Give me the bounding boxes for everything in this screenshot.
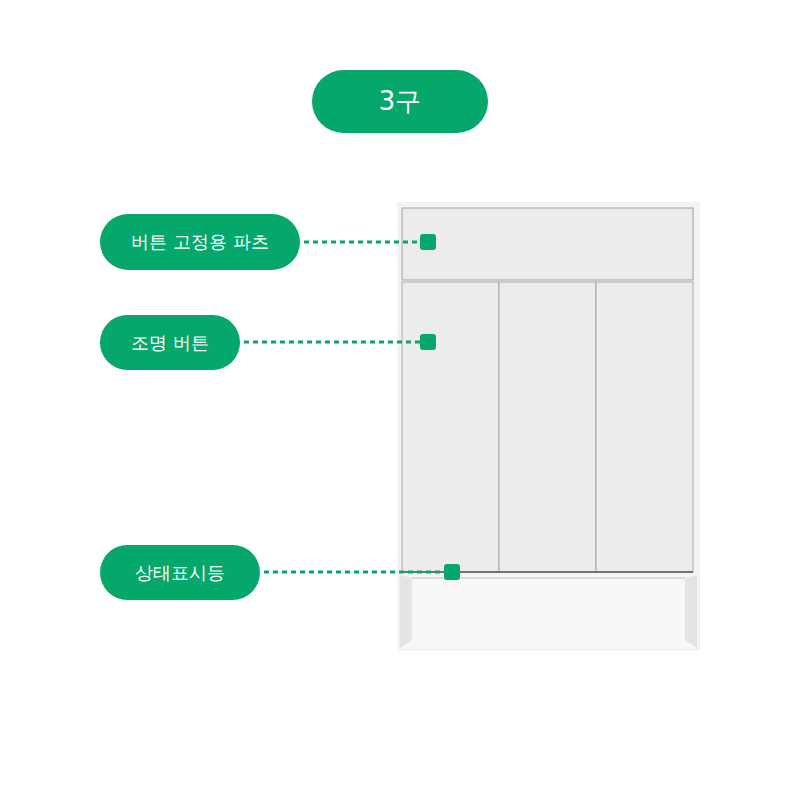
callout-pill: 버튼 고정용 파츠 bbox=[100, 214, 300, 270]
callout-pill: 상태표시등 bbox=[100, 545, 260, 600]
cabinet-frame bbox=[397, 202, 700, 651]
leader-line bbox=[244, 341, 428, 344]
cabinet bbox=[397, 202, 700, 651]
light-button-panel bbox=[499, 282, 596, 572]
button-fixing-part bbox=[402, 208, 693, 280]
leader-dot bbox=[420, 334, 436, 350]
leader-line bbox=[304, 241, 428, 244]
callout-pill: 조명 버튼 bbox=[100, 315, 240, 370]
title-pill: 3구 bbox=[312, 70, 488, 133]
leader-dot bbox=[444, 564, 460, 580]
light-button-panel bbox=[402, 282, 499, 572]
bottom-recess bbox=[400, 575, 697, 648]
callout-label: 조명 버튼 bbox=[131, 331, 209, 355]
title-text: 3구 bbox=[379, 84, 422, 119]
recess-side bbox=[400, 575, 412, 648]
callout-label: 버튼 고정용 파츠 bbox=[131, 230, 268, 254]
leaders bbox=[244, 234, 460, 580]
recess-side bbox=[685, 575, 697, 648]
light-button-panel bbox=[596, 282, 693, 572]
callout-label: 상태표시등 bbox=[135, 561, 225, 585]
leader-line bbox=[264, 571, 452, 574]
leader-dot bbox=[420, 234, 436, 250]
